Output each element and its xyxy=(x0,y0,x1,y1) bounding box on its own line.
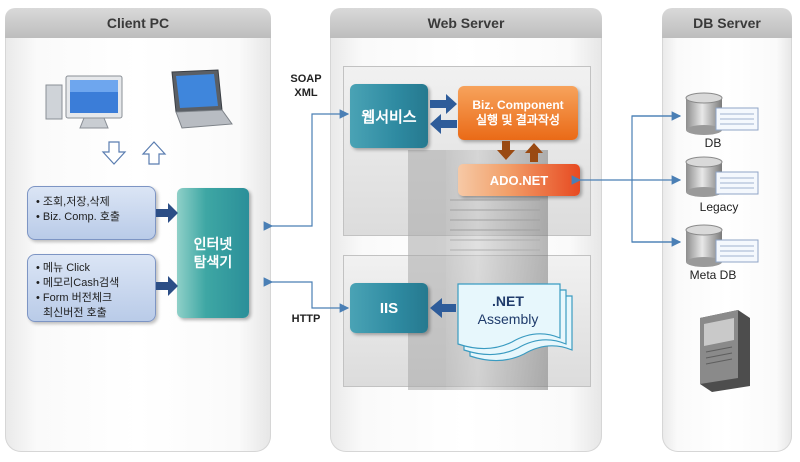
http-label: HTTP xyxy=(291,313,321,325)
db-server-tower-icon xyxy=(700,310,750,392)
ado-net-box: ADO.NET xyxy=(458,164,580,196)
iis-box: IIS xyxy=(350,283,428,333)
client-menu-line-2: • 메모리Cash검색 xyxy=(36,277,120,289)
webservice-box: 웹서비스 xyxy=(350,84,428,148)
web-server-header: Web Server xyxy=(330,8,602,38)
legacy-label: Legacy xyxy=(699,200,739,214)
client-pc-header: Client PC xyxy=(5,8,271,38)
assembly-to-iis-arrow xyxy=(430,298,456,318)
db-server-header: DB Server xyxy=(662,8,792,38)
client-action-box: • 조회,저장,삭제 • Biz. Comp. 호출 xyxy=(27,186,156,240)
db-server-panel: DB Server xyxy=(662,8,792,452)
soap-xml-label: SOAP XML xyxy=(286,72,326,100)
webservice-biz-arrows xyxy=(430,94,457,134)
client-to-browser-arrows xyxy=(156,203,178,296)
db-icon xyxy=(685,92,759,135)
internet-explorer-box: 인터넷 탐색기 xyxy=(177,188,249,318)
client-menu-line-4: 최신버전 호출 xyxy=(43,307,107,319)
browser-label-1: 인터넷 xyxy=(193,236,233,252)
laptop-icon xyxy=(171,69,233,129)
legacy-icon xyxy=(685,156,759,197)
webservice-label: 웹서비스 xyxy=(361,108,417,126)
soap-label: SOAP xyxy=(290,73,322,85)
client-menu-line-3: • Form 버전체크 xyxy=(36,292,113,304)
meta-db-label: Meta DB xyxy=(689,268,737,282)
iis-label: IIS xyxy=(379,299,399,317)
desktop-pc-icon xyxy=(45,75,123,129)
up-arrow-icon xyxy=(141,141,167,165)
db-label: DB xyxy=(704,136,722,150)
biz-label-1: Biz. Component xyxy=(472,98,564,112)
meta-db-icon xyxy=(685,224,759,267)
http-connector xyxy=(263,277,350,313)
biz-label-2: 실행 및 결과작성 xyxy=(476,113,560,127)
client-action-line-2: • Biz. Comp. 호출 xyxy=(36,211,120,223)
assembly-label-1: .NET xyxy=(492,293,524,309)
xml-label: XML xyxy=(294,87,318,99)
soap-connector xyxy=(263,109,350,231)
biz-ado-arrows xyxy=(497,141,543,162)
down-arrow-icon xyxy=(101,141,127,165)
assembly-label: .NET Assembly xyxy=(458,292,558,328)
client-menu-box: • 메뉴 Click • 메모리Cash검색 • Form 버전체크 최신버전 … xyxy=(27,254,156,322)
assembly-label-2: Assembly xyxy=(477,311,539,327)
client-menu-line-1: • 메뉴 Click xyxy=(36,262,91,274)
client-action-line-1: • 조회,저장,삭제 xyxy=(36,196,110,208)
ado-to-db-connector xyxy=(571,111,682,247)
browser-label-2: 탐색기 xyxy=(193,254,233,270)
biz-component-box: Biz. Component 실행 및 결과작성 xyxy=(458,86,578,140)
ado-net-label: ADO.NET xyxy=(489,172,549,188)
